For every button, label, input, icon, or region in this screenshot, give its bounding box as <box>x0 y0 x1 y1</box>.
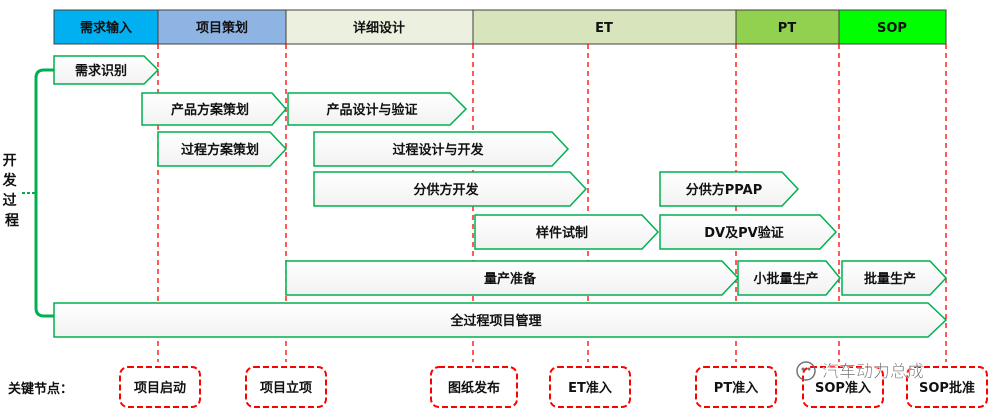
phase-demand-input: 需求输入 <box>53 9 159 45</box>
side-bracket: 开 发 过 程 <box>2 68 54 318</box>
arrow-shape <box>285 260 740 296</box>
activity-process-concept-planning: 过程方案策划 <box>157 131 288 167</box>
arrow-shape <box>141 92 287 126</box>
phase-detailed-design: 详细设计 <box>285 9 474 45</box>
activity-mass-production: 批量生产 <box>841 260 948 296</box>
activity-label: 分供方PPAP <box>686 182 762 198</box>
milestone-project-approval <box>245 366 327 408</box>
arrow-shape <box>737 260 841 296</box>
activity-label: 批量生产 <box>864 271 916 287</box>
milestone-drawing-release <box>430 366 518 408</box>
watermark-text: 汽车动力总成 <box>822 362 924 382</box>
activity-label: 样件试制 <box>536 225 588 241</box>
activity-label: 需求识别 <box>75 63 127 79</box>
milestone-label: ET准入 <box>568 380 612 396</box>
activity-label: 全过程项目管理 <box>449 313 541 329</box>
milestone-label: 项目立项 <box>260 380 312 396</box>
phase-project-planning: 项目策划 <box>157 9 287 45</box>
phase-et: ET <box>472 9 737 45</box>
arrow-shape <box>313 131 570 167</box>
activity-prototype-build: 样件试制 <box>474 214 660 250</box>
phase-label: 需求输入 <box>80 20 132 36</box>
milestone-label: 项目启动 <box>134 380 186 396</box>
activity-small-batch-production: 小批量生产 <box>737 260 841 296</box>
milestone-et-entry <box>549 366 631 408</box>
phase-bg <box>157 9 287 45</box>
activity-full-process-project-management: 全过程项目管理 <box>53 302 948 338</box>
arrow-shape <box>474 214 660 250</box>
milestone-label: PT准入 <box>714 380 758 396</box>
arrow-shape <box>659 171 800 207</box>
activity-dv-pv-validation: DV及PV验证 <box>659 214 838 250</box>
activity-label: 产品设计与验证 <box>326 102 417 118</box>
phase-bg <box>285 9 474 45</box>
wechat-icon-eye <box>807 367 811 371</box>
phase-label: ET <box>595 21 613 36</box>
milestone-sop-entry <box>802 366 884 408</box>
wechat-icon-eye <box>801 367 805 371</box>
activity-label: DV及PV验证 <box>704 225 783 241</box>
milestone-label: SOP准入 <box>815 380 871 396</box>
activity-supplier-ppap: 分供方PPAP <box>659 171 800 207</box>
arrow-shape <box>157 131 288 167</box>
activity-label: 分供方开发 <box>413 182 479 198</box>
activity-requirement-identification: 需求识别 <box>53 55 160 85</box>
phase-bg <box>53 9 159 45</box>
wechat-icon <box>796 361 816 381</box>
activity-process-design-development: 过程设计与开发 <box>313 131 570 167</box>
milestone-label: 图纸发布 <box>448 380 500 396</box>
phase-label: SOP <box>877 21 907 36</box>
phase-pt: PT <box>735 9 840 45</box>
activity-product-concept-planning: 产品方案策划 <box>141 92 287 126</box>
activity-label: 过程设计与开发 <box>392 142 484 158</box>
activity-mass-production-prep: 量产准备 <box>285 260 740 296</box>
activity-supplier-development: 分供方开发 <box>313 171 588 207</box>
side-label: 开 发 过 程 <box>2 153 22 229</box>
phase-label: 详细设计 <box>353 20 405 36</box>
arrow-shape <box>53 302 948 338</box>
arrow-shape <box>841 260 948 296</box>
milestones-row: 关键节点： 项目启动 项目立项 图纸发布 ET准入 PT准入 SOP准入 SOP… <box>8 366 988 408</box>
activity-label: 量产准备 <box>484 271 537 287</box>
activity-arrows: 需求识别 产品方案策划 产品设计与验证 过程方案策划 过程设计与开发 分供方开发… <box>53 55 948 338</box>
watermark: 汽车动力总成 <box>796 361 924 382</box>
activity-label: 过程方案策划 <box>181 142 259 158</box>
phase-label: 项目策划 <box>196 20 248 36</box>
activity-label: 产品方案策划 <box>171 102 249 118</box>
phase-bg <box>735 9 840 45</box>
arrow-shape <box>287 92 468 126</box>
milestones-label: 关键节点： <box>8 381 73 397</box>
milestone-sop-approval <box>906 366 988 408</box>
activity-label: 小批量生产 <box>753 271 818 287</box>
milestone-project-kickoff <box>119 366 201 408</box>
milestone-label: SOP批准 <box>919 380 975 396</box>
phase-bg <box>838 9 947 45</box>
phase-label: PT <box>778 21 797 36</box>
activity-product-design-validation: 产品设计与验证 <box>287 92 468 126</box>
milestone-pt-entry <box>695 366 777 408</box>
arrow-shape <box>313 171 588 207</box>
arrow-shape <box>659 214 838 250</box>
phase-sop: SOP <box>838 9 947 45</box>
arrow-shape <box>53 55 160 85</box>
phase-header: 需求输入 项目策划 详细设计 ET PT SOP <box>53 9 947 45</box>
bracket-line <box>34 68 54 318</box>
